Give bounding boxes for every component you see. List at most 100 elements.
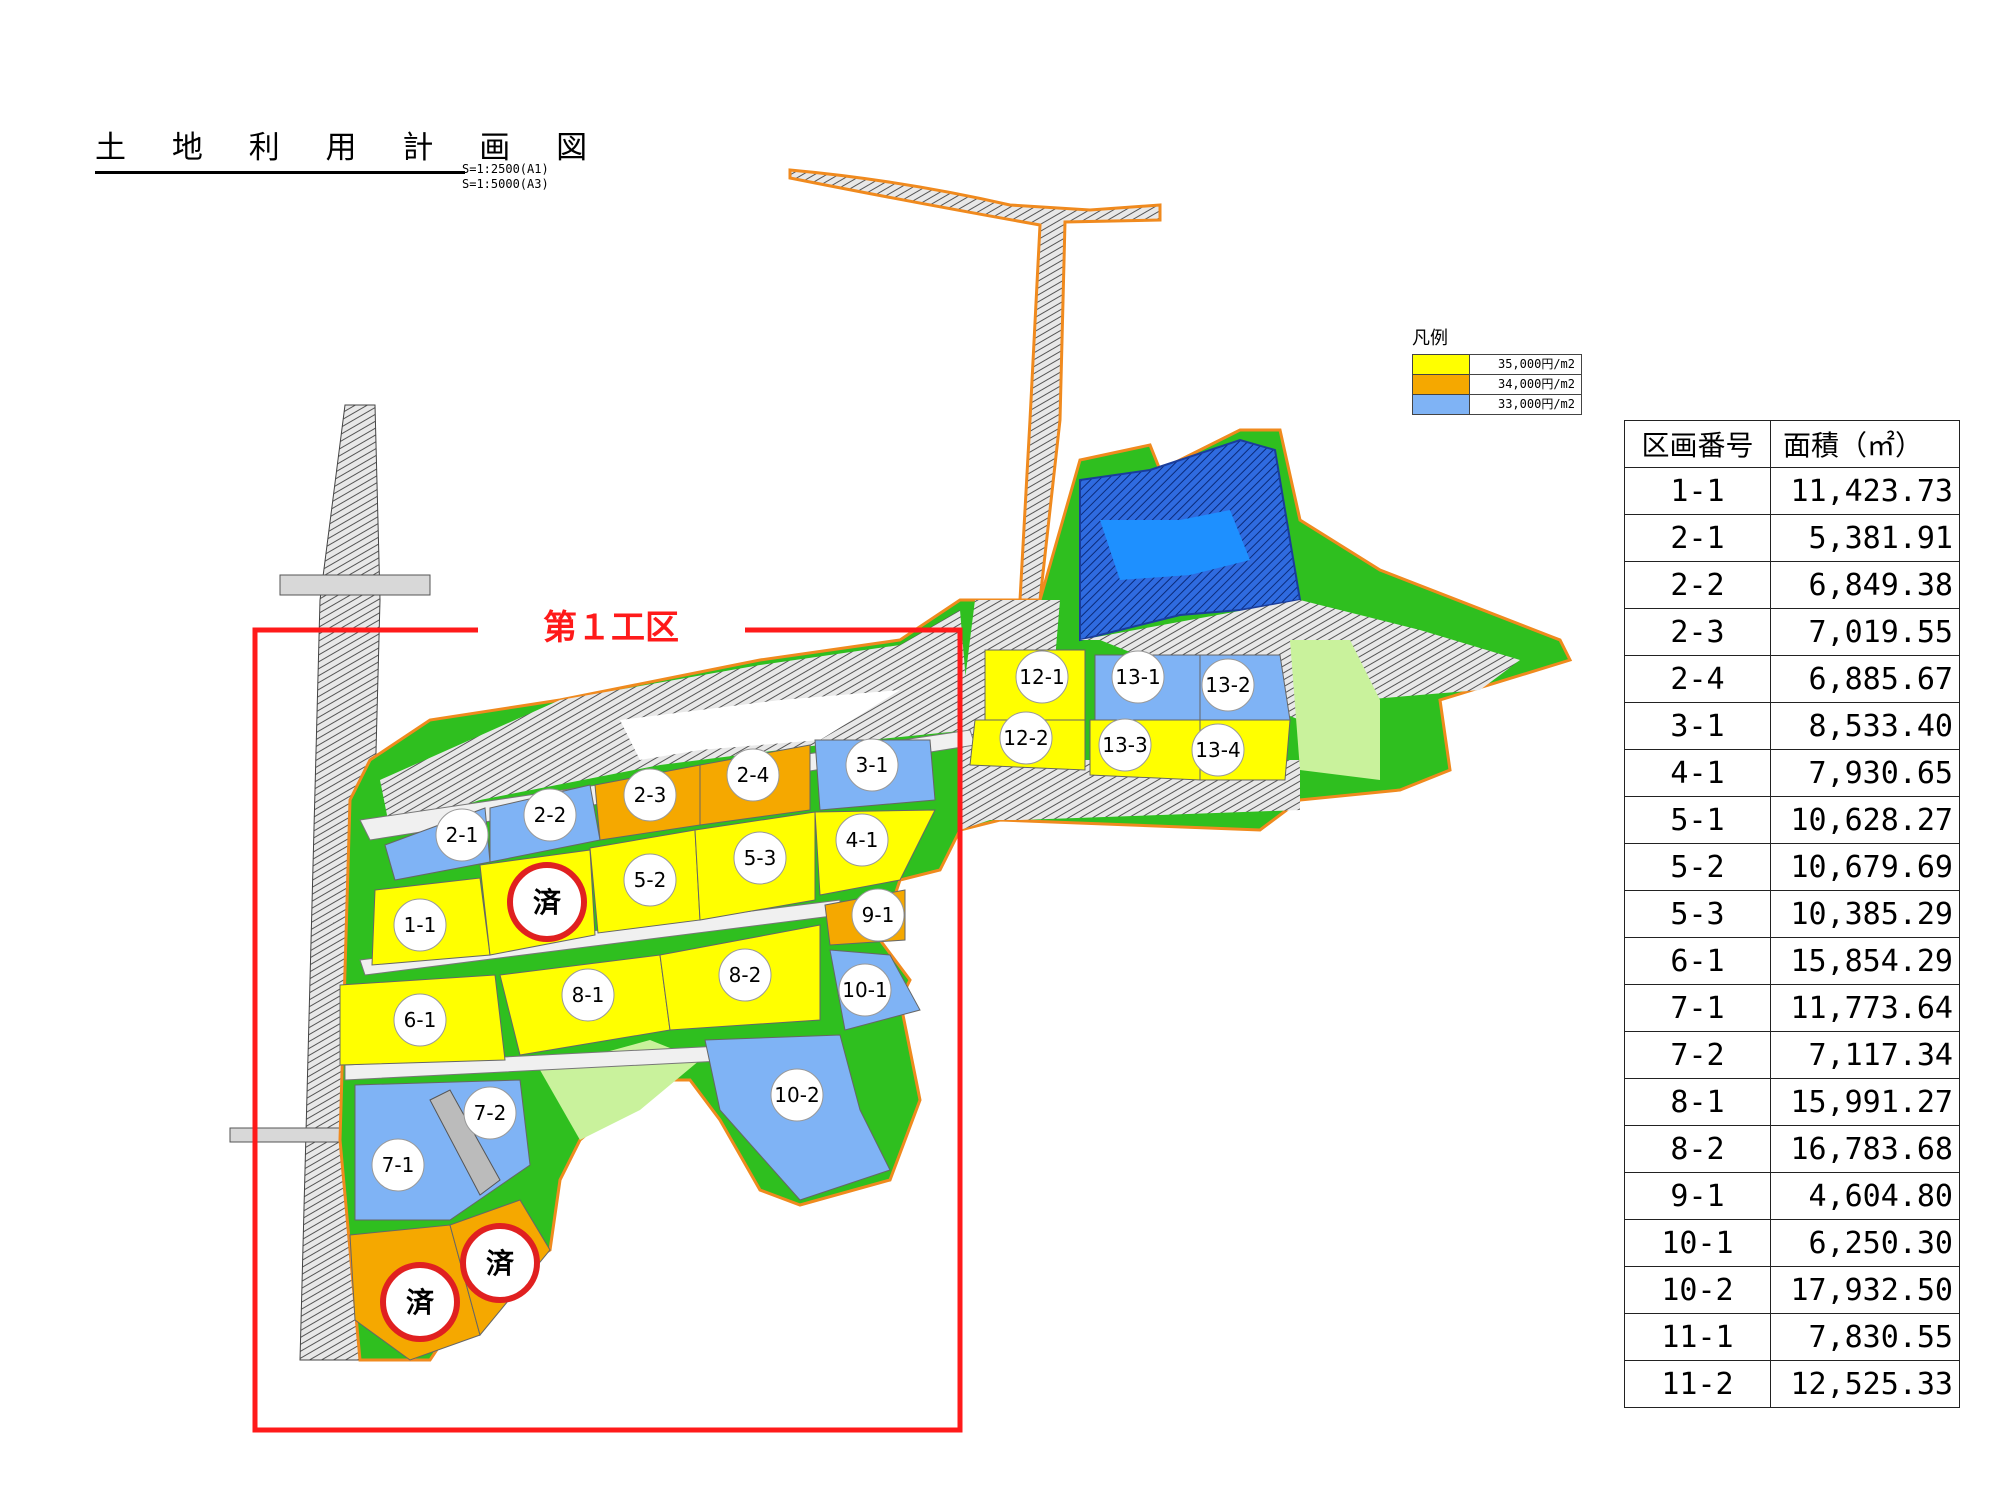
lot-label: 5-2 xyxy=(634,868,667,892)
legend-swatch xyxy=(1413,375,1470,394)
area-cell: 7,117.34 xyxy=(1770,1031,1960,1079)
area-cell: 6,849.38 xyxy=(1770,561,1960,609)
lot-label-circle xyxy=(835,813,889,867)
lot-label-circle xyxy=(726,748,780,802)
lot-label-circle xyxy=(1201,658,1255,712)
legend-item: 34,000円/m2 xyxy=(1412,375,1582,395)
lot-number-cell: 7-1 xyxy=(1624,984,1771,1032)
area-cell: 10,679.69 xyxy=(1770,843,1960,891)
lot-label: 8-2 xyxy=(729,963,762,987)
lot-label: 5-3 xyxy=(744,846,777,870)
area-cell: 16,783.68 xyxy=(1770,1125,1960,1173)
lot-label-circle xyxy=(718,948,772,1002)
area-cell: 8,533.40 xyxy=(1770,702,1960,750)
lot-number-cell: 8-2 xyxy=(1624,1125,1771,1173)
column-header: 区画番号 xyxy=(1624,420,1771,468)
open-area xyxy=(620,690,900,760)
table-header-row: 区画番号 面積（㎡） xyxy=(1624,420,1960,468)
lot-label-circle xyxy=(999,711,1053,765)
lot-label: 13-3 xyxy=(1102,733,1147,757)
lot-number-cell: 10-2 xyxy=(1624,1266,1771,1314)
lot-label: 13-4 xyxy=(1195,738,1240,762)
sold-mark-circle xyxy=(380,1262,460,1342)
lot-number-cell: 11-1 xyxy=(1624,1313,1771,1361)
lot-label-circle xyxy=(838,963,892,1017)
lot-label-circle xyxy=(523,788,577,842)
lot-number-cell: 9-1 xyxy=(1624,1172,1771,1220)
area-cell: 15,991.27 xyxy=(1770,1078,1960,1126)
area-cell: 6,250.30 xyxy=(1770,1219,1960,1267)
lot-label: 4-1 xyxy=(846,828,879,852)
area-cell: 11,773.64 xyxy=(1770,984,1960,1032)
lot-number-cell: 3-1 xyxy=(1624,702,1771,750)
lot-label-circle xyxy=(770,1068,824,1122)
lot-number-cell: 5-3 xyxy=(1624,890,1771,938)
lot-label: 13-1 xyxy=(1115,665,1160,689)
scale-note: S=1:2500(A1) S=1:5000(A3) xyxy=(462,162,549,192)
area-cell: 12,525.33 xyxy=(1770,1360,1960,1408)
sold-mark-circle xyxy=(460,1223,540,1303)
legend-title: 凡例 xyxy=(1412,328,1448,349)
scale-line: S=1:5000(A3) xyxy=(462,177,549,191)
lot-label-circle xyxy=(1191,723,1245,777)
section-boundary xyxy=(252,627,963,1433)
lot-number-cell: 7-2 xyxy=(1624,1031,1771,1079)
lot-label: 7-2 xyxy=(474,1101,507,1125)
lot-label: 10-2 xyxy=(774,1083,819,1107)
legend-item: 33,000円/m2 xyxy=(1412,395,1582,415)
lot-label: 7-1 xyxy=(382,1153,415,1177)
lot-label-circle xyxy=(623,768,677,822)
area-cell: 6,885.67 xyxy=(1770,655,1960,703)
lot-label: 1-1 xyxy=(404,913,437,937)
area-cell: 15,854.29 xyxy=(1770,937,1960,985)
lot-number-cell: 2-4 xyxy=(1624,655,1771,703)
lot-number-cell: 2-3 xyxy=(1624,608,1771,656)
lot-number-cell: 4-1 xyxy=(1624,749,1771,797)
lot-label: 10-1 xyxy=(842,978,887,1002)
column-header: 面積（㎡） xyxy=(1770,420,1960,468)
reservoir-water xyxy=(1100,510,1250,580)
lot-number-cell: 1-1 xyxy=(1624,467,1771,515)
sold-mark: 済 xyxy=(533,886,562,919)
lot-label: 3-1 xyxy=(856,753,889,777)
crossroad xyxy=(279,574,431,596)
legend-swatch xyxy=(1413,395,1470,414)
lot-number-cell: 2-2 xyxy=(1624,561,1771,609)
lot-number-cell: 5-1 xyxy=(1624,796,1771,844)
lot-number-cell: 11-2 xyxy=(1624,1360,1771,1408)
lot-label: 9-1 xyxy=(862,903,895,927)
area-cell: 7,930.65 xyxy=(1770,749,1960,797)
access-road xyxy=(788,168,1162,602)
lot-label-circle xyxy=(623,853,677,907)
area-cell: 4,604.80 xyxy=(1770,1172,1960,1220)
section-label: 第１工区 xyxy=(478,600,744,649)
lot-label-circle xyxy=(393,993,447,1047)
area-cell: 7,830.55 xyxy=(1770,1313,1960,1361)
lot-label-circle xyxy=(851,888,905,942)
lot-label: 2-2 xyxy=(534,803,567,827)
legend-item: 35,000円/m2 xyxy=(1412,354,1582,375)
lot-label: 2-4 xyxy=(737,763,770,787)
lot-label: 2-1 xyxy=(446,823,479,847)
lot-label: 12-2 xyxy=(1003,726,1048,750)
structure xyxy=(429,1089,501,1196)
lot-label: 2-3 xyxy=(634,783,667,807)
lot-label-circle xyxy=(371,1138,425,1192)
lot-label-circle xyxy=(435,808,489,862)
lot-label-circle xyxy=(561,968,615,1022)
